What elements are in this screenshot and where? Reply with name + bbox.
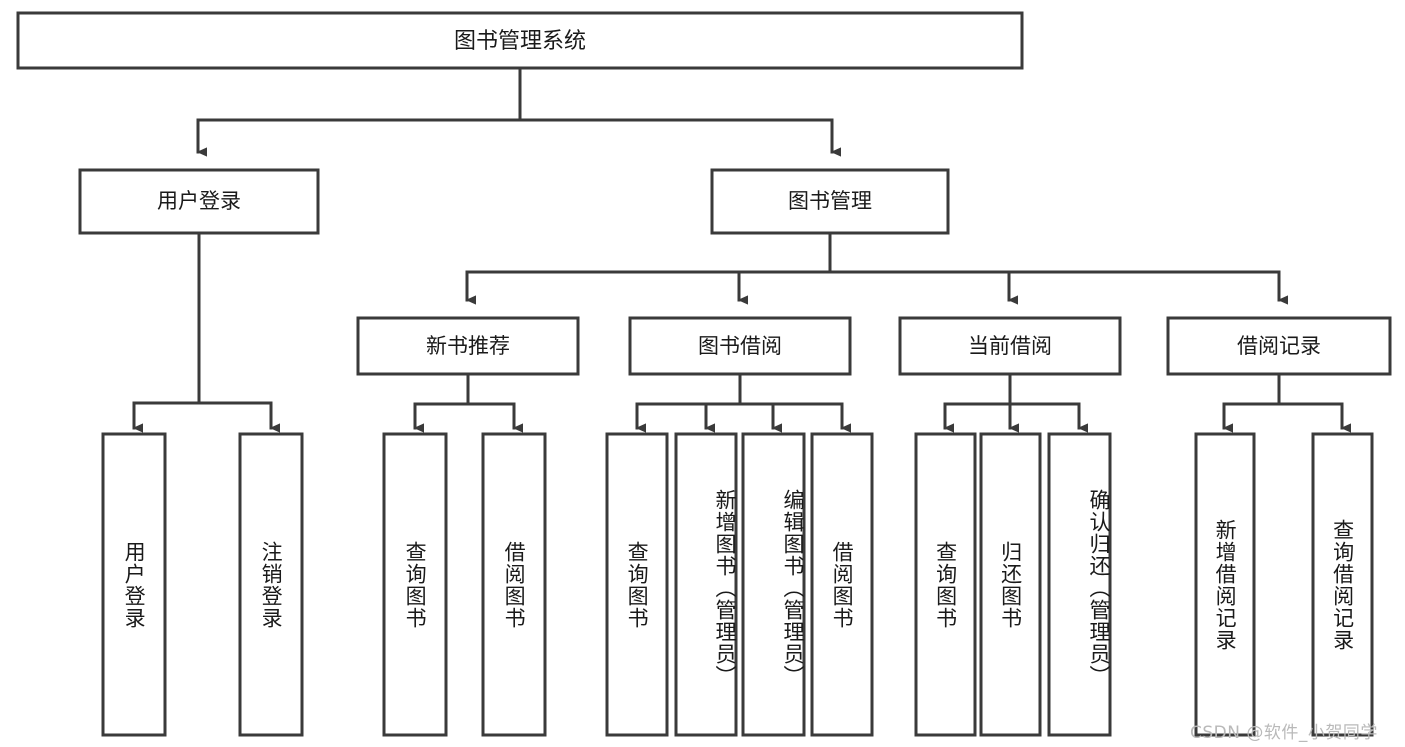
leaf-box-cb-query-book[interactable] (914, 432, 977, 737)
node-label-book-borrow: 图书借阅 (698, 334, 782, 358)
node-book-borrow[interactable] (628, 316, 852, 376)
node-label-current-borrow: 当前借阅 (968, 334, 1052, 358)
node-borrow-record[interactable] (1166, 316, 1392, 376)
leaf-box-cb-confirm-return[interactable] (1047, 432, 1112, 737)
node-book-management-system[interactable] (16, 11, 1024, 70)
node-book-management[interactable] (710, 168, 950, 235)
node-new-book-recommend[interactable] (356, 316, 580, 376)
leaf-box-cb-return-book[interactable] (979, 432, 1042, 737)
leaf-box-nbr-query-book[interactable] (382, 432, 448, 737)
leaf-box-nbr-borrow-book[interactable] (481, 432, 547, 737)
node-current-borrow[interactable] (898, 316, 1122, 376)
leaf-box-br-query-record[interactable] (1311, 432, 1374, 737)
node-label-book-management-system: 图书管理系统 (454, 29, 586, 54)
leaf-box-bb-add-book[interactable] (674, 432, 738, 737)
leaf-box-bb-query-book[interactable] (605, 432, 669, 737)
leaf-box-bb-edit-book[interactable] (741, 432, 806, 737)
node-label-new-book-recommend: 新书推荐 (426, 334, 510, 358)
node-label-borrow-record: 借阅记录 (1237, 334, 1321, 358)
leaf-box-user-login-logout[interactable] (238, 432, 304, 737)
leaf-box-bb-borrow-book[interactable] (810, 432, 874, 737)
node-label-book-management: 图书管理 (788, 189, 872, 213)
node-label-user-login: 用户登录 (157, 189, 241, 213)
csdn-watermark: CSDN @软件_小贺同学 (1190, 723, 1378, 743)
leaf-box-user-login-login[interactable] (101, 432, 167, 737)
leaf-box-br-add-record[interactable] (1194, 432, 1256, 737)
